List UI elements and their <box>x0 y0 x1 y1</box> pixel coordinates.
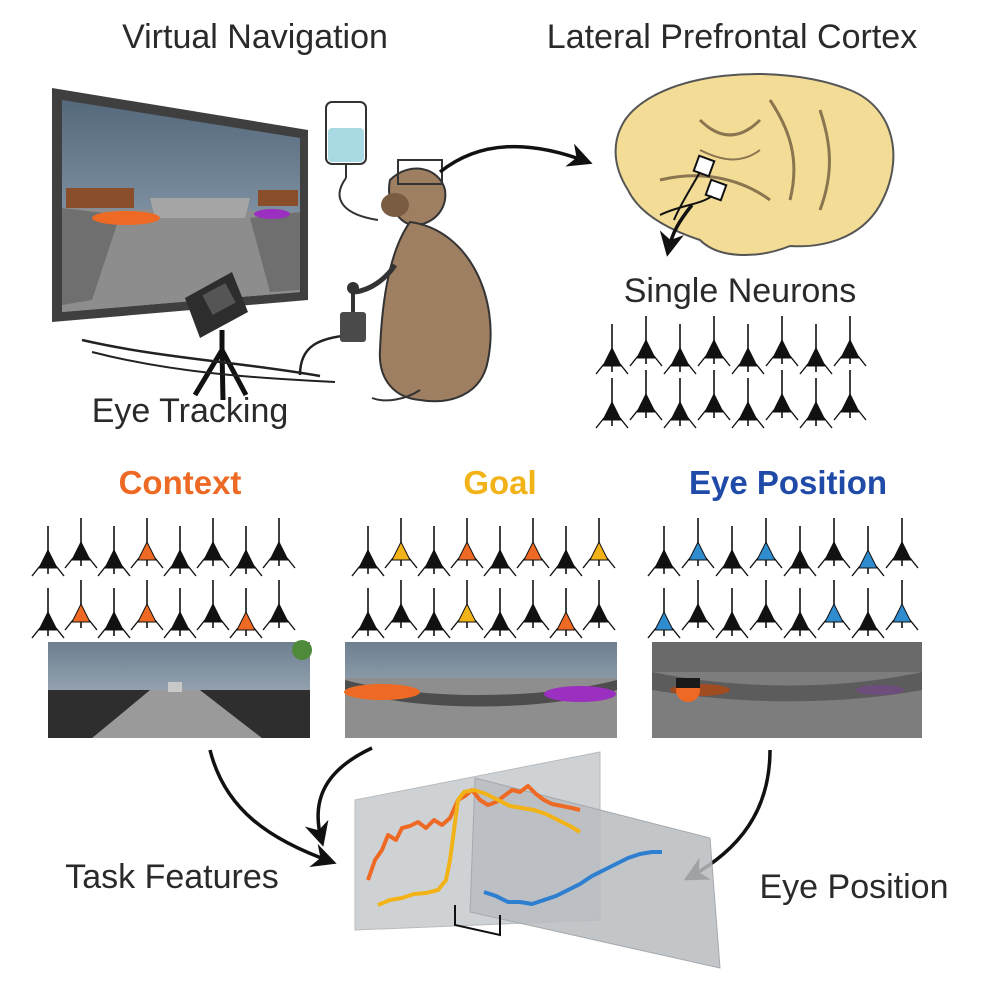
eye-position-scene-thumbnail <box>652 642 922 738</box>
recording-arrow <box>438 143 593 174</box>
neuron-icon <box>97 588 131 639</box>
monkey-icon <box>354 159 492 403</box>
neuron-icon <box>163 588 197 639</box>
neuron-icon <box>97 526 131 577</box>
neuron-icon <box>885 580 919 631</box>
neuron-icon <box>681 580 715 631</box>
neuron-icon <box>31 588 65 639</box>
neuron-icon <box>64 518 98 569</box>
neuron-icon <box>629 370 663 421</box>
neuron-icon <box>731 378 765 429</box>
task-features-label: Task Features <box>65 858 279 896</box>
joystick-icon <box>340 282 366 342</box>
neuron-icon <box>647 526 681 577</box>
context-to-plot-arrow <box>208 749 337 867</box>
neuron-icon <box>130 518 164 569</box>
neuron-icon <box>851 526 885 577</box>
neuron-icon <box>715 526 749 577</box>
neuron-icon <box>783 588 817 639</box>
context-header: Context <box>119 464 242 501</box>
neuron-icon <box>64 580 98 631</box>
goal-to-plot-arrow <box>304 746 373 847</box>
eye-position-neurons-grid <box>647 518 919 639</box>
neuron-icon <box>196 580 230 631</box>
single-neurons-grid <box>595 316 867 429</box>
neuron-icon <box>163 526 197 577</box>
context-neurons-grid <box>31 518 296 639</box>
plane-corner-bracket <box>454 905 501 937</box>
eye-tracking-label: Eye Tracking <box>92 392 289 430</box>
neuron-icon <box>595 378 629 429</box>
neuron-icon <box>417 526 451 577</box>
goal-trajectory <box>377 788 582 907</box>
neuron-icon <box>196 518 230 569</box>
neuron-icon <box>715 588 749 639</box>
neuron-icon <box>516 518 550 569</box>
neuron-icon <box>450 518 484 569</box>
eye-position-header: Eye Position <box>689 464 887 501</box>
context-scene-thumbnail <box>48 640 312 738</box>
neuron-icon <box>833 316 867 367</box>
neuron-icon <box>663 324 697 375</box>
tracker-cable-2 <box>91 351 336 383</box>
neuron-icon <box>130 580 164 631</box>
neuron-icon <box>765 370 799 421</box>
goal-neurons-grid <box>351 518 616 639</box>
neuron-icon <box>799 324 833 375</box>
neuron-icon <box>833 370 867 421</box>
neuron-icon <box>450 580 484 631</box>
neuron-icon <box>582 580 616 631</box>
neuron-icon <box>697 316 731 367</box>
neuron-icon <box>647 588 681 639</box>
tracker-cable <box>81 338 321 378</box>
neuron-icon <box>351 526 385 577</box>
neuron-icon <box>783 526 817 577</box>
neuron-icon <box>262 580 296 631</box>
neuron-icon <box>549 588 583 639</box>
neuron-icon <box>663 378 697 429</box>
neuron-icon <box>799 378 833 429</box>
neuron-icon <box>351 588 385 639</box>
neuron-icon <box>549 526 583 577</box>
neuron-icon <box>765 316 799 367</box>
neuron-icon <box>817 518 851 569</box>
lateral-prefrontal-cortex-title: Lateral Prefrontal Cortex <box>547 18 917 56</box>
virtual-navigation-title: Virtual Navigation <box>122 18 388 56</box>
goal-header: Goal <box>463 464 536 501</box>
monitor-icon <box>52 88 308 322</box>
single-neuron-arrow <box>659 203 694 257</box>
eye-position-bottom-label: Eye Position <box>760 868 949 906</box>
reward-bottle-icon <box>325 101 379 221</box>
neuron-icon <box>384 518 418 569</box>
neuron-icon <box>885 518 919 569</box>
single-neurons-label: Single Neurons <box>624 272 856 310</box>
neuron-icon <box>483 588 517 639</box>
neuron-icon <box>516 580 550 631</box>
neuron-icon <box>417 588 451 639</box>
neuron-icon <box>595 324 629 375</box>
goal-scene-thumbnail <box>344 642 617 738</box>
neuron-icon <box>749 518 783 569</box>
neuron-icon <box>749 580 783 631</box>
neuron-icon <box>31 526 65 577</box>
neuron-icon <box>731 324 765 375</box>
neuron-icon <box>384 580 418 631</box>
neuron-icon <box>817 580 851 631</box>
neuron-icon <box>697 370 731 421</box>
neuron-icon <box>629 316 663 367</box>
brain-icon <box>614 73 895 257</box>
neuron-icon <box>229 588 263 639</box>
neuron-icon <box>681 518 715 569</box>
neuron-icon <box>582 518 616 569</box>
neuron-icon <box>483 526 517 577</box>
neuron-icon <box>262 518 296 569</box>
neuron-icon <box>851 588 885 639</box>
subspace-plot <box>354 751 721 969</box>
neuron-icon <box>229 526 263 577</box>
eye-position-trajectory <box>483 850 662 906</box>
